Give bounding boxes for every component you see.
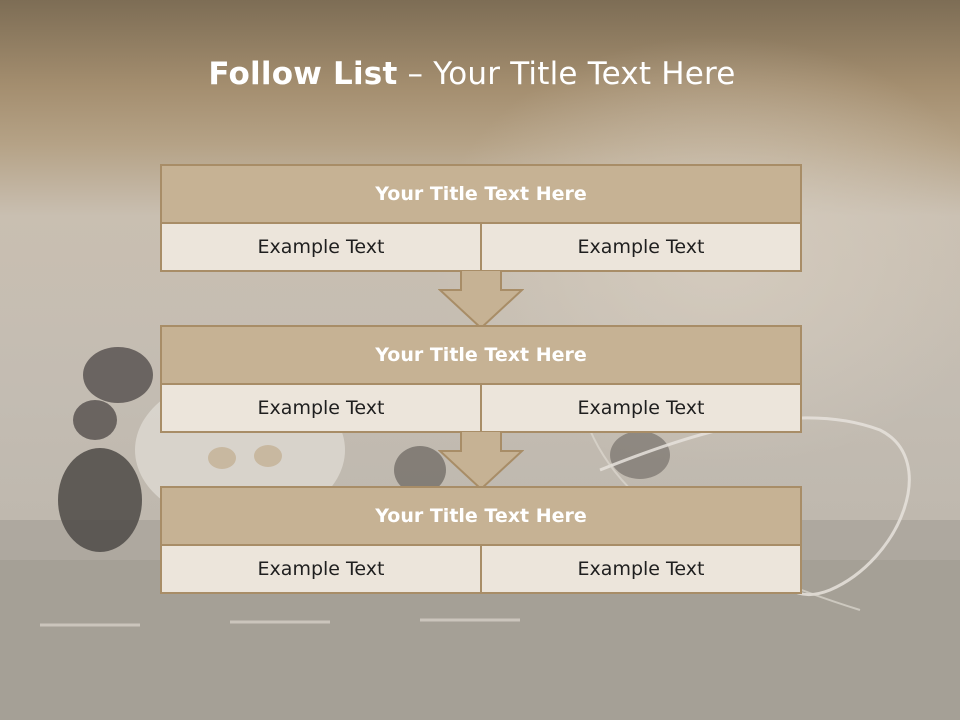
block-2-left-cell: Example Text [257, 397, 385, 419]
list-block-2: Your Title Text Here Example Text Exampl… [160, 325, 802, 433]
block-2-right-cell: Example Text [480, 385, 800, 431]
block-2-row: Example Text Example Text [162, 385, 800, 431]
down-arrow-icon [438, 270, 524, 330]
block-1-right-cell: Example Text [480, 224, 800, 270]
block-3-right-cell: Example Text [480, 546, 800, 592]
block-2-header: Your Title Text Here [162, 327, 800, 385]
list-block-1: Your Title Text Here Example Text Exampl… [160, 164, 802, 272]
title-rest: Your Title Text Here [433, 56, 736, 92]
block-1-row: Example Text Example Text [162, 224, 800, 270]
down-arrow-icon [438, 431, 524, 491]
slide-title: Follow List–Your Title Text Here [0, 56, 944, 92]
title-dash: – [407, 56, 424, 92]
block-1-left-cell: Example Text [257, 236, 385, 258]
block-1-header: Your Title Text Here [162, 166, 800, 224]
title-bold-part: Follow List [208, 56, 398, 92]
list-block-3: Your Title Text Here Example Text Exampl… [160, 486, 802, 594]
block-3-left-cell: Example Text [257, 558, 385, 580]
block-3-header: Your Title Text Here [162, 488, 800, 546]
block-3-row: Example Text Example Text [162, 546, 800, 592]
